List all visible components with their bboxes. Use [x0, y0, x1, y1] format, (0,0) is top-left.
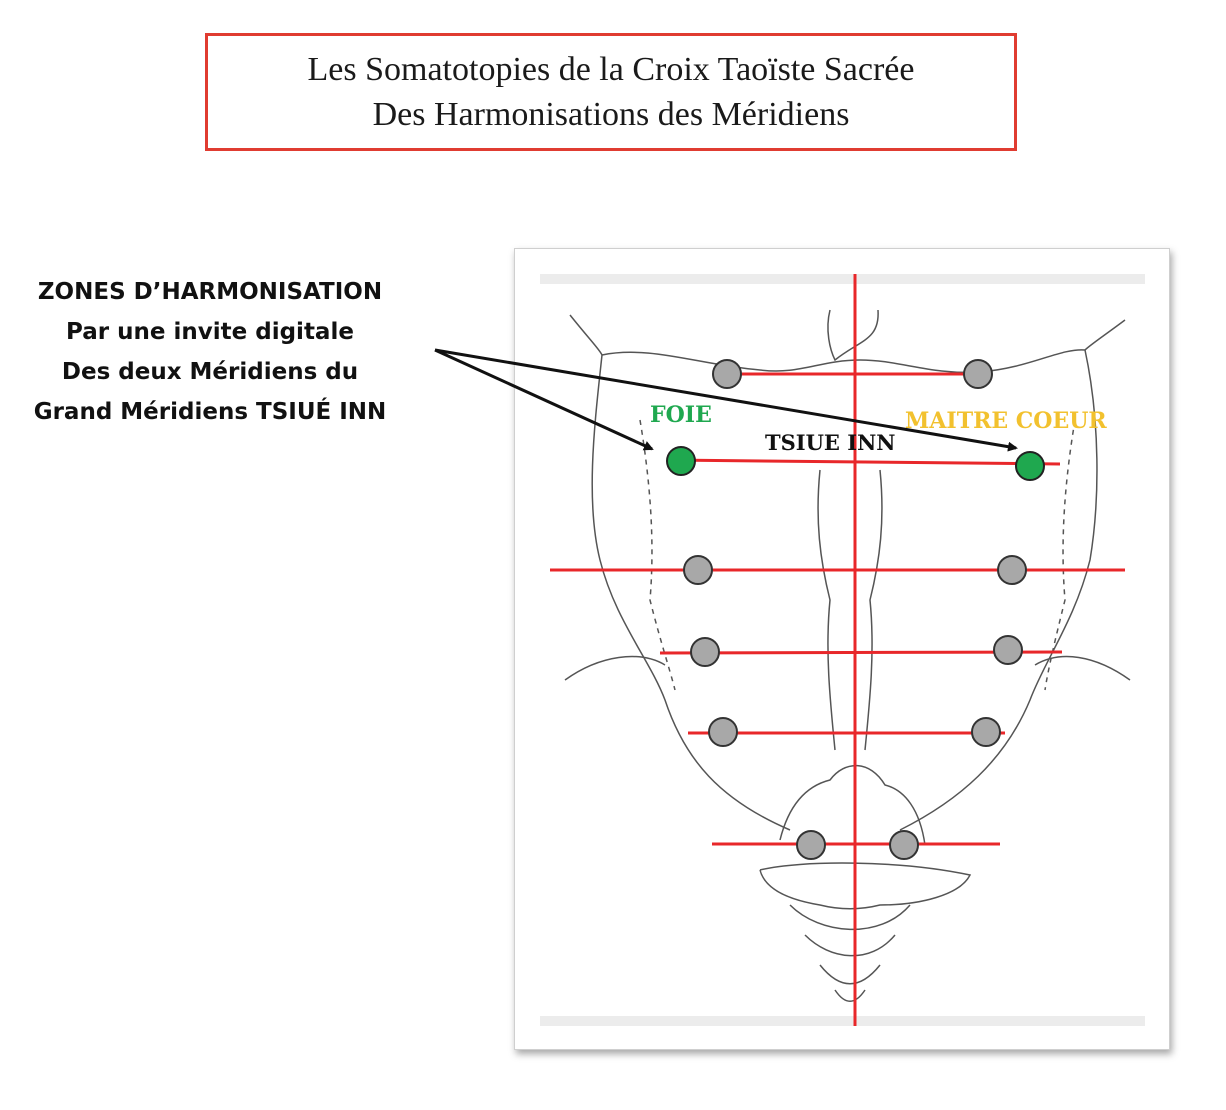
right-dashed-line	[1044, 419, 1076, 691]
point-3-right	[997, 555, 1027, 585]
arrow-to-maitre-coeur	[434, 348, 1018, 452]
label-maitre-coeur: MAITRE COEUR	[905, 408, 1107, 434]
median-crest-left	[817, 469, 836, 751]
median-crest-top	[827, 309, 879, 362]
sacrum-base	[601, 349, 1086, 374]
coccyx-segment-2	[789, 904, 911, 931]
callout-line-4: Grand Méridiens TSIUÉ INN	[33, 399, 387, 425]
callout-text: ZONES D’HARMONISATION Par une invite dig…	[10, 272, 410, 432]
frame-bottom-bar	[540, 1016, 1145, 1026]
sacrum-left-edge	[591, 354, 791, 831]
title-line-1: Les Somatotopies de la Croix Taoïste Sac…	[307, 51, 915, 88]
arrow-to-foie	[434, 348, 654, 451]
sacrum-outline	[564, 309, 1131, 1002]
title-line-2: Des Harmonisations des Méridiens	[372, 96, 850, 133]
point-4-right	[993, 635, 1023, 665]
coccyx-segment-1	[759, 862, 972, 910]
maitre-coeur-point	[1015, 451, 1045, 481]
label-foie: FOIE	[650, 402, 712, 428]
right-ala-edge	[1084, 319, 1126, 351]
point-6-right	[889, 830, 919, 860]
point-5-left	[708, 717, 738, 747]
callout-line-2: Par une invite digitale	[66, 319, 354, 345]
point-4-left	[690, 637, 720, 667]
point-3-left	[683, 555, 713, 585]
right-iliac-curve	[1034, 655, 1131, 681]
title-box: Les Somatotopies de la Croix Taoïste Sac…	[205, 33, 1017, 151]
frame-top-bar	[540, 274, 1145, 284]
coccyx-segment-4	[819, 964, 881, 985]
coccyx-segment-3	[804, 934, 896, 957]
point-1-left	[712, 359, 742, 389]
left-iliac-curve	[564, 655, 666, 681]
point-1-right	[963, 359, 993, 389]
point-5-right	[971, 717, 1001, 747]
callout-line-1: ZONES D’HARMONISATION	[37, 279, 383, 305]
point-6-left	[796, 830, 826, 860]
median-crest-right	[864, 469, 883, 751]
left-ala-edge	[569, 314, 603, 356]
label-tsiue-inn: TSIUE INN	[765, 430, 895, 455]
sacrum-right-edge	[899, 349, 1098, 831]
callout-line-3: Des deux Méridiens du	[61, 359, 359, 385]
horizontal-line-2	[667, 458, 1061, 466]
meridian-points	[683, 359, 1027, 860]
foie-point	[666, 446, 696, 476]
coccyx-tip	[834, 989, 866, 1002]
